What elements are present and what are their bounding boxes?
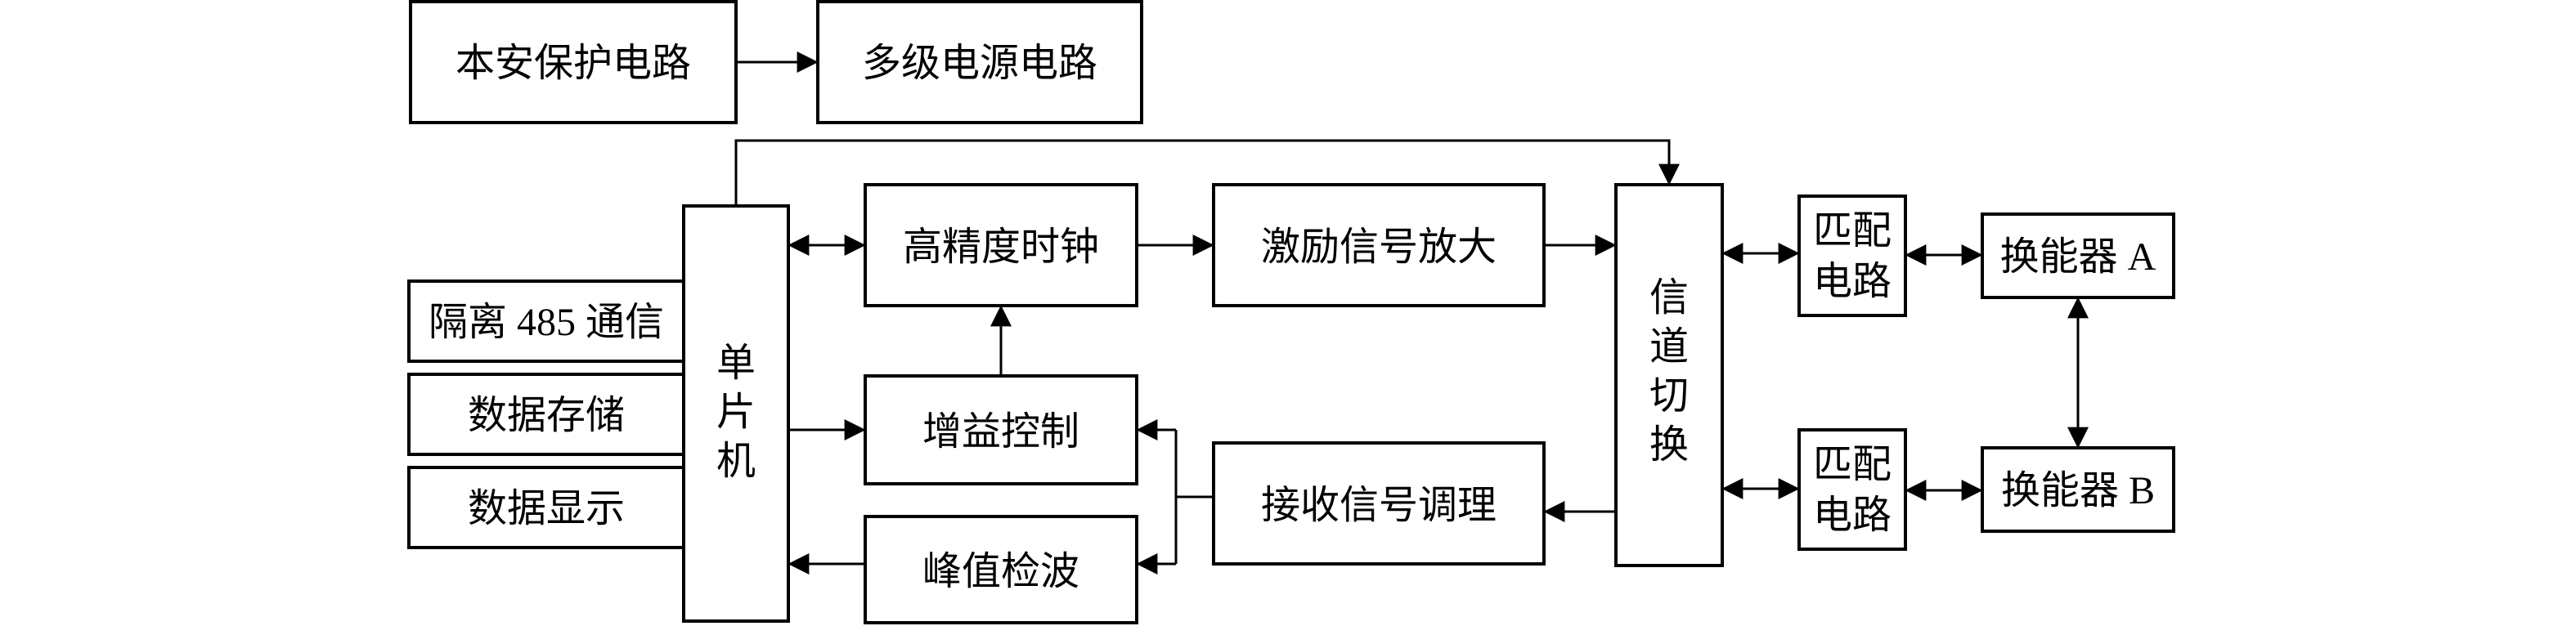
channel-switch-label-1: 道: [1649, 325, 1689, 369]
channel-switch-label-3: 换: [1649, 423, 1689, 467]
excitation-amp-label: 激励信号放大: [1261, 226, 1497, 269]
match-b-label-0: 匹配: [1813, 443, 1892, 486]
match-b-block: 匹配 电路: [1797, 428, 1907, 551]
mcu-label-0: 单: [716, 342, 756, 385]
isolated-485-label: 隔离 485 通信: [429, 301, 664, 344]
data-storage-block: 数据存储: [407, 373, 685, 456]
transducer-a-block: 换能器 A: [1981, 212, 2175, 299]
multi-power-block: 多级电源电路: [816, 0, 1143, 124]
gain-control-block: 增益控制: [864, 374, 1138, 485]
intrinsic-safety-label: 本安保护电路: [456, 42, 691, 85]
peak-detect-block: 峰值检波: [864, 515, 1138, 624]
mcu-block: 单 片 机: [682, 204, 790, 623]
channel-switch-label-2: 切: [1649, 374, 1689, 418]
multi-power-label: 多级电源电路: [862, 42, 1097, 85]
excitation-amp-block: 激励信号放大: [1212, 183, 1546, 307]
data-display-block: 数据显示: [407, 466, 685, 549]
mcu-label-1: 片: [716, 391, 756, 434]
match-a-label-0: 匹配: [1813, 209, 1892, 253]
arrow-mcu-to-channel-switch: [734, 139, 1680, 206]
receive-cond-block: 接收信号调理: [1212, 441, 1546, 566]
peak-detect-label: 峰值检波: [922, 550, 1079, 593]
transducer-a-label: 换能器 A: [2000, 235, 2156, 279]
data-display-label: 数据显示: [468, 487, 625, 530]
match-b-label-1: 电路: [1813, 494, 1892, 537]
match-a-block: 匹配 电路: [1797, 195, 1907, 317]
gain-control-label: 增益控制: [922, 410, 1079, 454]
hp-clock-block: 高精度时钟: [864, 183, 1138, 307]
isolated-485-block: 隔离 485 通信: [407, 279, 685, 363]
channel-switch-block: 信 道 切 换: [1614, 183, 1724, 567]
mcu-label-2: 机: [716, 440, 756, 483]
channel-switch-label-0: 信: [1649, 276, 1689, 320]
intrinsic-safety-block: 本安保护电路: [409, 0, 738, 124]
match-a-label-1: 电路: [1813, 260, 1892, 303]
transducer-b-block: 换能器 B: [1981, 446, 2175, 533]
hp-clock-label: 高精度时钟: [903, 226, 1099, 269]
data-storage-label: 数据存储: [468, 394, 625, 437]
receive-cond-label: 接收信号调理: [1261, 484, 1497, 527]
transducer-b-label: 换能器 B: [2001, 469, 2155, 512]
